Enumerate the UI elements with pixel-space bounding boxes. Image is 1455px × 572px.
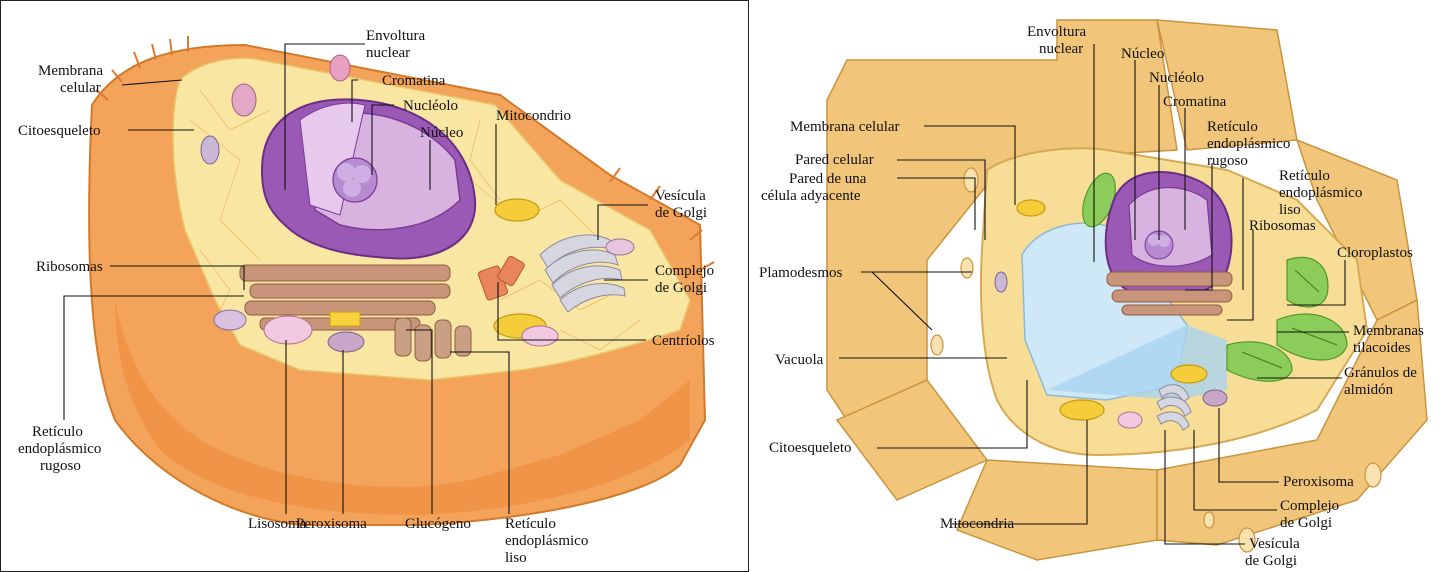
label-plant-vacuola: Vacuola [775,352,824,368]
label-plant-nucleolo: Nucléolo [1149,70,1204,86]
label-plant-nucleo: Núcleo [1121,46,1164,62]
plant-peroxisome [1203,390,1227,406]
plant-vesicle-a [1118,412,1142,428]
label-plant-membrana-celular: Membrana celular [790,119,900,135]
label-cromatina: Cromatina [382,73,446,89]
label-plant-ribosomas: Ribosomas [1249,218,1316,234]
label-plant-peroxisoma: Peroxisoma [1283,474,1354,490]
label-mitocondrio: Mitocondrio [496,108,571,124]
label-plant-citoesqueleto: Citoesqueleto [769,440,852,456]
lysosome [264,316,312,344]
vesicle-a [214,310,246,330]
label-plant-cromatina: Cromatina [1163,94,1227,110]
vesicle-c [232,84,256,116]
peroxisome [328,332,364,352]
label-nucleo: Núcleo [420,125,463,141]
plant-rough-er [1107,272,1232,315]
label-nucleolo: Nucléolo [403,98,458,114]
label-plant-pared-celular: Pared celular [795,152,874,168]
label-peroxisoma: Peroxisoma [296,516,367,532]
glycogen [330,312,360,326]
vesicle-e [330,55,350,81]
label-centriolos: Centríolos [652,333,715,349]
label-plant-plamodesmos: Plamodesmos [759,265,842,281]
vesicle-d [201,136,219,164]
label-ribosomas: Ribosomas [36,259,103,275]
vesicle-b [522,326,558,346]
label-glucogeno: Glucógeno [405,516,471,532]
plant-vesicle-b [995,272,1007,292]
label-citoesqueleto: Citoesqueleto [18,123,101,139]
label-plant-mitocondria: Mitocondria [940,516,1014,532]
label-plant-cloroplastos: Cloroplastos [1337,245,1413,261]
golgi-vesicle [606,239,634,255]
